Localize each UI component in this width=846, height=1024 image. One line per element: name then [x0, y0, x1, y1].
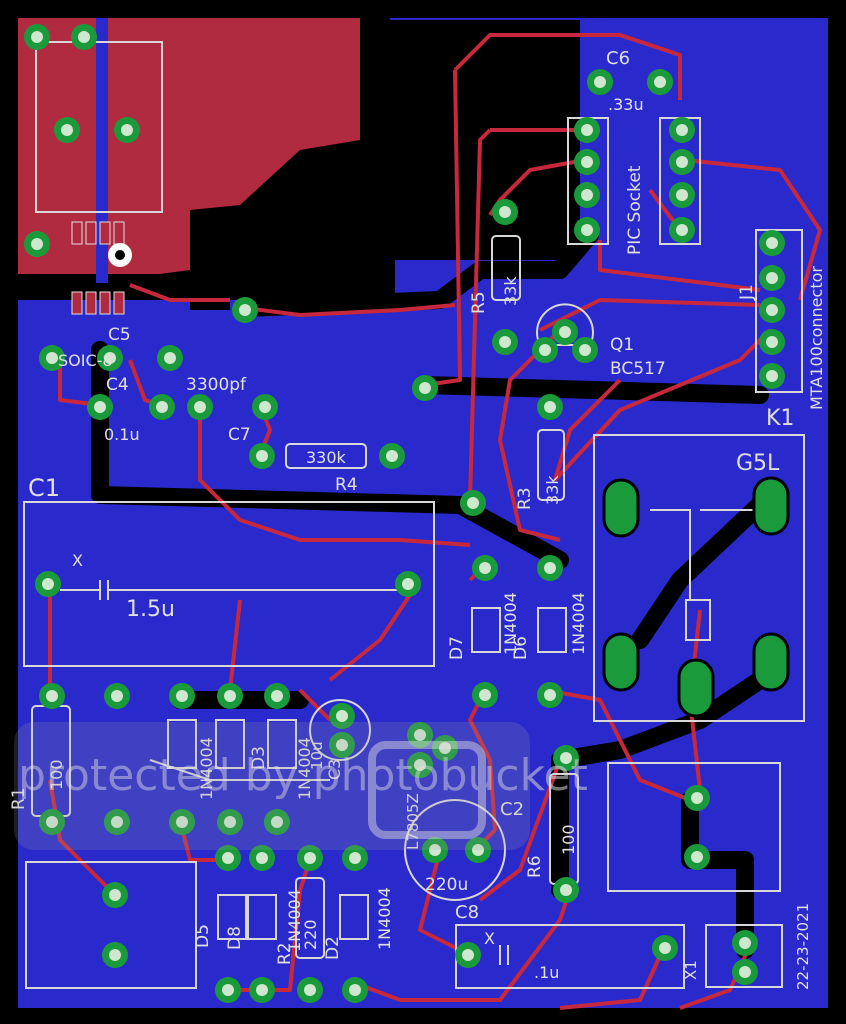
relay-pads: [602, 476, 790, 718]
label-c1: C1: [28, 474, 60, 502]
label-x1: X1: [682, 960, 700, 980]
label-d2-part: 1N4004: [375, 887, 394, 950]
label-d8: D8: [225, 926, 245, 950]
label-r6: R6: [525, 855, 545, 878]
label-d3: D3: [249, 746, 269, 770]
soic-pads: [71, 221, 125, 315]
label-k1: K1: [766, 406, 794, 431]
label-r3-value: 33k: [543, 475, 562, 505]
label-c7: C7: [228, 425, 251, 445]
label-r6-value: 100: [559, 824, 578, 855]
label-d6-part: 1N4004: [569, 592, 588, 655]
label-pic-socket: PIC Socket: [625, 165, 645, 255]
label-c3-value: 10u: [308, 741, 326, 770]
label-c2-value: 220u: [425, 875, 468, 895]
label-r3: R3: [515, 487, 535, 510]
label-date: 22-23-2021: [794, 903, 812, 990]
label-c4-value: 0.1u: [104, 425, 140, 444]
label-q1-part: BC517: [610, 359, 666, 379]
label-c6-value: .33u: [608, 95, 644, 114]
label-soic8: SOIC-8: [58, 351, 113, 370]
label-d7: D7: [447, 636, 467, 660]
label-c3: C3: [325, 759, 344, 780]
label-d3-part: 1N4004: [295, 737, 314, 800]
label-c8-x: X: [484, 929, 495, 948]
label-c5: C5: [108, 325, 131, 345]
copper-pour-top-left: [18, 18, 96, 274]
label-c2: C2: [500, 799, 524, 820]
label-d5: D5: [193, 924, 213, 948]
label-d2: D2: [323, 936, 343, 960]
label-c8: C8: [455, 902, 479, 923]
label-d-mid-part: 1N4004: [285, 889, 304, 952]
label-c1-x: X: [72, 551, 83, 570]
copper-gap-strip: [96, 18, 108, 283]
label-r2-value: 220: [301, 919, 320, 950]
label-g5l: G5L: [736, 451, 780, 476]
label-r1-value: 100: [47, 759, 66, 790]
label-c4: C4: [106, 375, 129, 395]
label-r5-value: 33k: [501, 276, 520, 306]
label-c8-value: .1u: [534, 963, 559, 982]
label-d6: D6: [511, 636, 531, 660]
label-c7-value: 3300pf: [186, 375, 247, 395]
label-j1: J1: [737, 284, 757, 301]
label-r4: R4: [335, 475, 358, 495]
label-d7-part: 1N4004: [501, 592, 520, 655]
label-r2: R2: [275, 942, 295, 965]
watermark: protected by photobucket: [14, 722, 588, 850]
label-r4-value: 330k: [306, 448, 347, 467]
label-r1: R1: [9, 787, 29, 810]
regulator-hole: [115, 250, 125, 260]
label-r5: R5: [469, 291, 489, 314]
label-q1: Q1: [610, 335, 634, 355]
label-c1-value: 1.5u: [126, 597, 175, 622]
label-mta-connector: MTA100connector: [807, 266, 826, 410]
label-d4-part: 1N4004: [197, 737, 216, 800]
watermark-text: protected by photobucket: [18, 750, 588, 801]
silk-labels: C6 .33u PIC Socket J1 MTA100connector R5…: [9, 48, 826, 990]
label-c6: C6: [606, 48, 630, 69]
